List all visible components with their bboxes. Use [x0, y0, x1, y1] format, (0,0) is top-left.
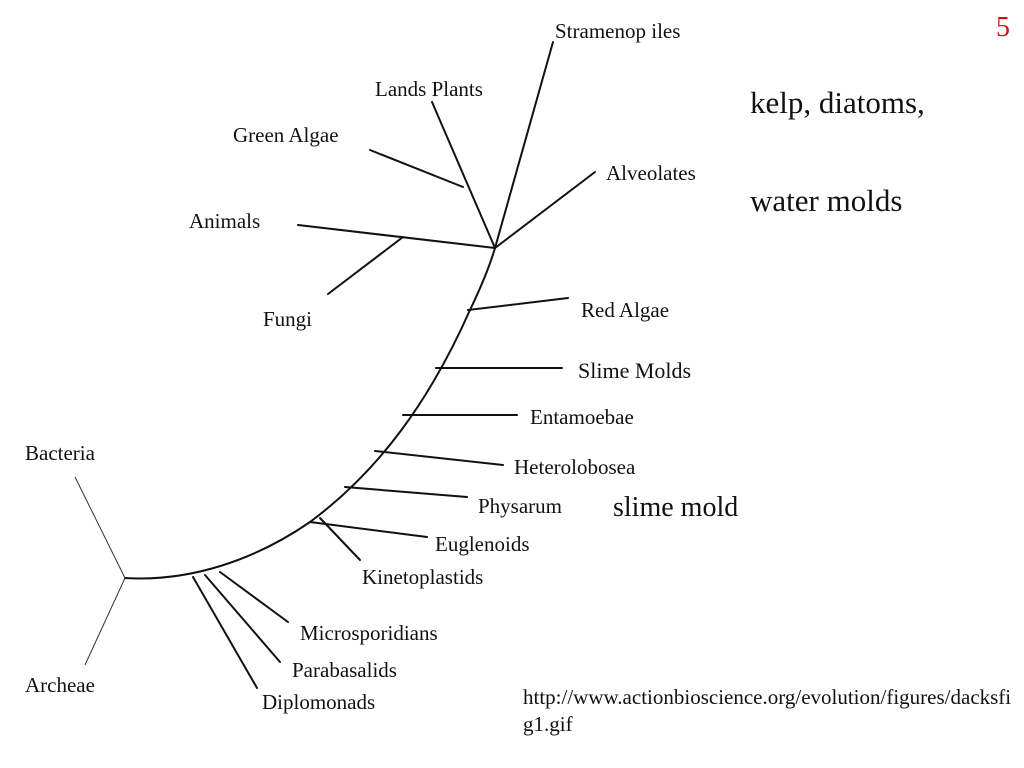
- label-heterolobosea: Heterolobosea: [514, 455, 636, 479]
- branch-animals: [297, 224, 496, 249]
- label-alveolates: Alveolates: [606, 161, 696, 185]
- slide-number: 5: [996, 12, 1010, 43]
- label-euglenoids: Euglenoids: [435, 532, 530, 556]
- branch-alveolates: [494, 171, 596, 249]
- label-entamoebae: Entamoebae: [530, 405, 634, 429]
- label-stramenopiles: Stramenop iles: [555, 19, 680, 43]
- branch-parabasalids: [204, 574, 281, 663]
- branch-green-algae: [369, 149, 464, 188]
- label-kinetoplastids: Kinetoplastids: [362, 565, 483, 589]
- branch-microsporidians: [219, 571, 289, 623]
- label-red-algae: Red Algae: [581, 298, 669, 322]
- label-bacteria: Bacteria: [25, 441, 96, 465]
- annotation-slime-mold: slime mold: [613, 492, 739, 523]
- branch-archeae: [84, 577, 126, 666]
- branch-bacteria: [74, 476, 126, 579]
- branch-heterolobosea: [374, 450, 504, 466]
- label-diplomonads: Diplomonads: [262, 690, 375, 714]
- label-archeae: Archeae: [25, 673, 95, 697]
- label-microsporidians: Microsporidians: [300, 621, 438, 645]
- branch-lands-plants: [431, 101, 496, 249]
- annotation-kelp-diatoms: kelp, diatoms, water molds: [750, 22, 1010, 282]
- branch-fungi: [327, 236, 404, 295]
- annotation-kelp-line2: water molds: [750, 182, 903, 218]
- branch-stramenopiles: [494, 41, 554, 249]
- branch-diplomonads: [192, 576, 258, 689]
- tree-backbone: [124, 247, 496, 580]
- label-fungi: Fungi: [263, 307, 312, 331]
- label-physarum: Physarum: [478, 494, 562, 518]
- branch-red-algae: [467, 297, 569, 311]
- branch-euglenoids: [309, 521, 428, 538]
- label-lands-plants: Lands Plants: [375, 77, 483, 101]
- branch-physarum: [344, 486, 468, 498]
- source-url: http://www.actionbioscience.org/evolutio…: [523, 685, 1012, 737]
- branch-kinetoplastids: [319, 517, 361, 561]
- label-green-algae: Green Algae: [233, 123, 339, 147]
- annotation-kelp-line1: kelp, diatoms,: [750, 85, 925, 121]
- label-animals: Animals: [189, 209, 260, 233]
- label-slime-molds: Slime Molds: [578, 358, 691, 383]
- label-parabasalids: Parabasalids: [292, 658, 397, 682]
